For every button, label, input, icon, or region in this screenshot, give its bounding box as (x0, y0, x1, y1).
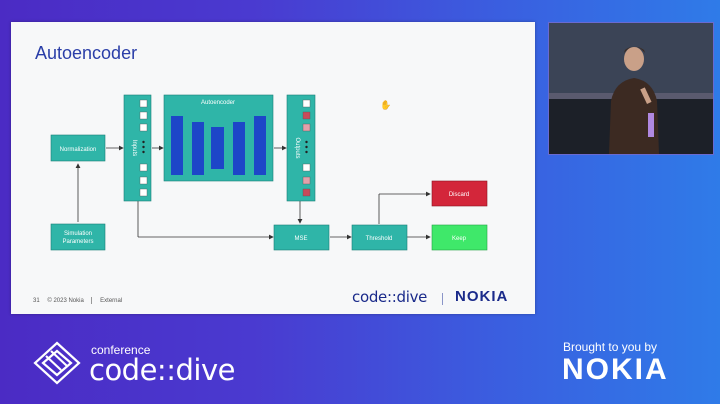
codedive-logo-icon (31, 340, 83, 391)
simulation-label-line2: Parameters (62, 239, 93, 245)
outputs-label: Outputs (294, 137, 300, 158)
footer-separator (91, 297, 93, 304)
mse-label: MSE (294, 236, 307, 242)
autoencoder-diagram: Normalization Simulation Parameters Inpu… (50, 94, 488, 251)
slide-footer: 31 © 2023 Nokia External (33, 297, 128, 304)
normalization-label: Normalization (60, 147, 97, 153)
footer-divider (442, 293, 443, 305)
simulation-label-line1: Simulation (64, 231, 92, 237)
copyright: © 2023 Nokia (47, 298, 84, 305)
brought-by-text: Brought to you by (563, 340, 658, 354)
outputs-column: Outputs (286, 94, 316, 202)
autoencoder-label: Autoencoder (201, 100, 235, 106)
speaker-image (549, 23, 713, 154)
discard-box: Discard (431, 180, 488, 207)
footer-brand: code::dive (352, 288, 428, 306)
conference-label: conference (91, 343, 151, 357)
autoencoder-block: Autoencoder (163, 94, 274, 182)
presentation-slide: Autoencoder Normalization (11, 22, 535, 314)
keep-label: Keep (452, 236, 467, 242)
nokia-logo: NOKIA (455, 288, 509, 305)
discard-label: Discard (449, 192, 469, 198)
threshold-label: Threshold (366, 236, 393, 242)
normalization-box: Normalization (50, 134, 106, 162)
inputs-label: Inputs (131, 140, 137, 156)
threshold-box: Threshold (351, 224, 408, 251)
inputs-column: Inputs (123, 94, 152, 202)
classification: External (100, 298, 123, 305)
mse-box: MSE (273, 224, 330, 251)
speaker-video (548, 22, 714, 155)
keep-box: Keep (431, 224, 488, 251)
connector-lines (75, 145, 431, 240)
simulation-parameters-box: Simulation Parameters (50, 223, 106, 251)
page-number: 31 (33, 298, 40, 305)
mouse-cursor-icon: ✋ (380, 100, 392, 110)
conference-name: code::dive (89, 353, 235, 387)
sponsor-logo: NOKIA (562, 353, 669, 386)
slide-title: Autoencoder (35, 43, 138, 63)
